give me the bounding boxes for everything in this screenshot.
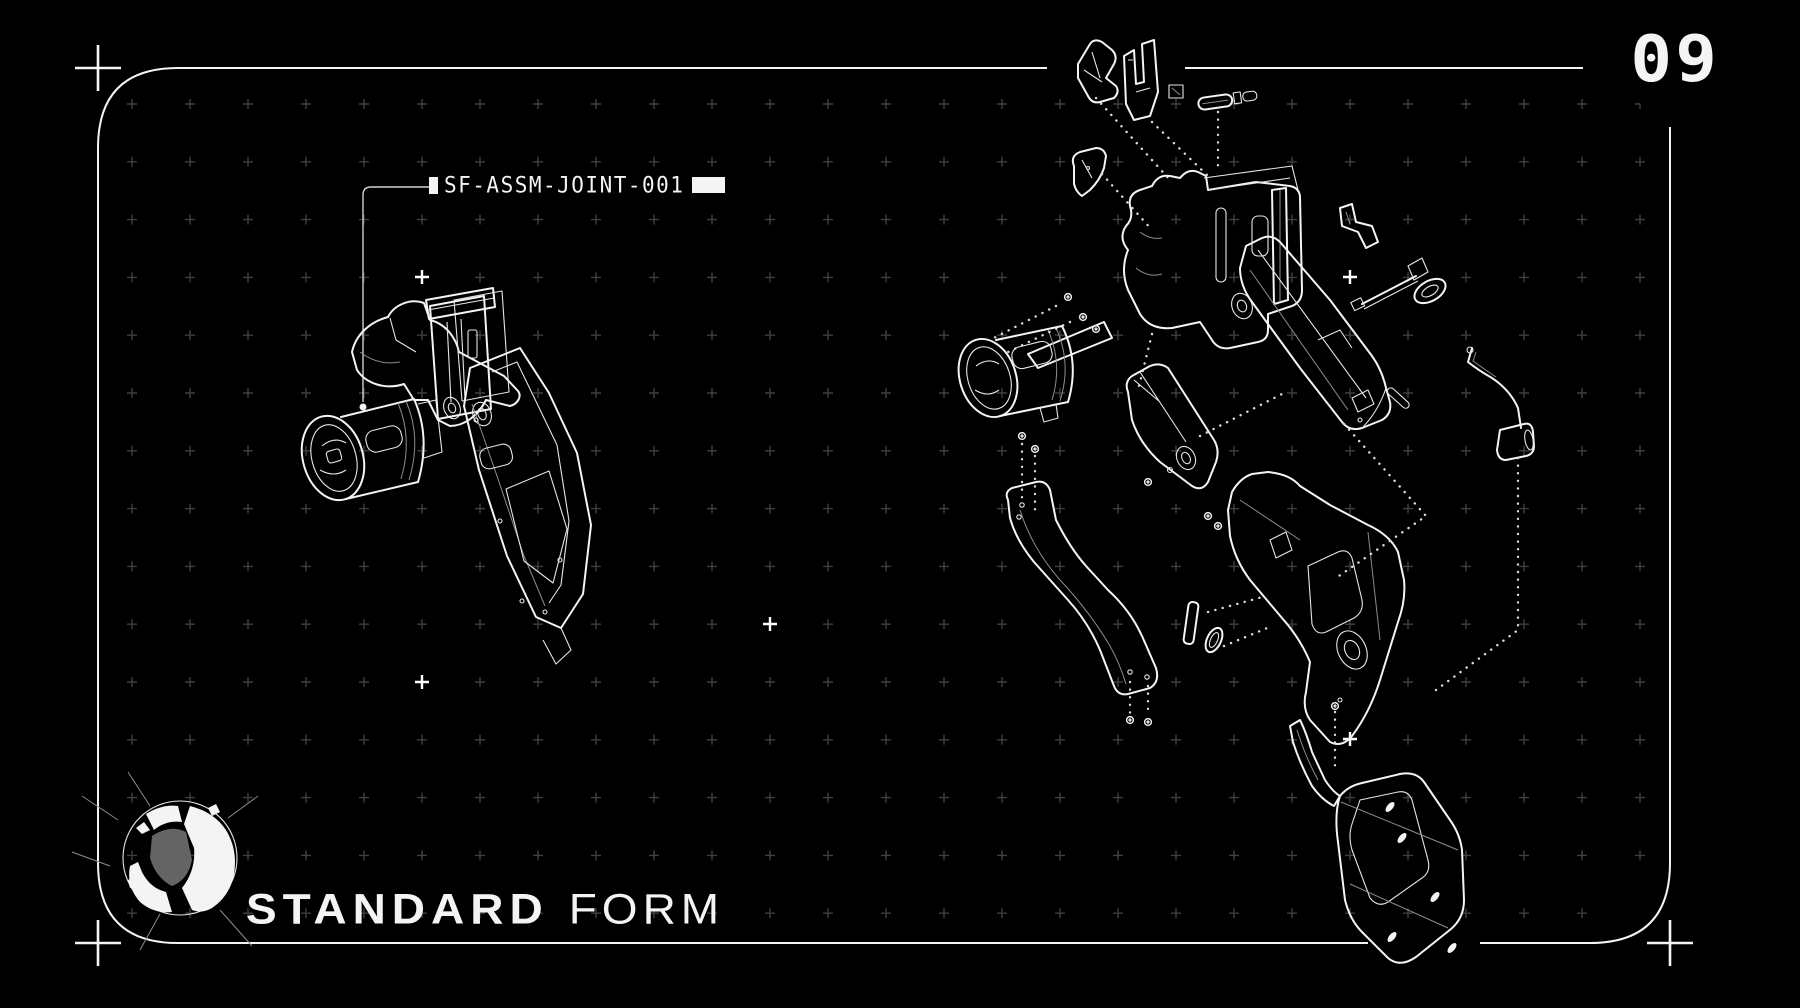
exploded-view-drawing: [957, 39, 1535, 964]
exploded-part-wire-link: [1466, 346, 1535, 461]
registration-crosshair-bottom-right: [1647, 920, 1693, 966]
exploded-part-thigh-guard: [1005, 480, 1159, 696]
exploded-part-small-block: [1168, 84, 1184, 99]
assembly-leader-lines: [988, 96, 1520, 768]
callout-label-text: SF-ASSM-JOINT-001: [444, 172, 685, 198]
page-number: 09: [1630, 23, 1720, 97]
exploded-part-pin-rod: [1197, 90, 1258, 111]
registration-crosshair-top-left: [75, 45, 121, 91]
grid-accent-plus: [415, 675, 429, 689]
callout-start-bar: [429, 176, 438, 194]
exploded-part-cylinder: [957, 325, 1074, 423]
part-number-callout: SF-ASSM-JOINT-001: [429, 172, 726, 198]
exploded-part-prong-bracket: [1123, 39, 1159, 121]
grid-accent-plus: [415, 270, 429, 284]
exploded-part-thin-rod: [1386, 387, 1410, 409]
exploded-part-foot-plate: [1335, 772, 1465, 964]
standard-form-logo-icon: [71, 771, 259, 951]
grid-dots: [127, 99, 1645, 919]
exploded-part-hip-body: [1027, 165, 1303, 369]
exploded-screws: [1017, 292, 1340, 727]
exploded-part-clip: [1339, 203, 1379, 249]
exploded-part-arm-beam: [1239, 235, 1392, 431]
exploded-part-pin-and-disc: [1182, 601, 1224, 654]
callout-end-bar: [692, 177, 726, 193]
exploded-part-pelvis-link: [1125, 363, 1219, 490]
registration-crosshair-bottom-left: [75, 920, 121, 966]
exploded-part-wedge-top: [1077, 39, 1119, 104]
exploded-part-wedge-mid: [1071, 147, 1107, 197]
exploded-part-t-pin: [1350, 257, 1447, 312]
grid-accent-plus: [763, 617, 777, 631]
callout-leader-line: [359, 186, 430, 411]
brand-wordmark: STANDARD FORM: [246, 882, 724, 936]
brand-word-form: FORM: [568, 885, 725, 933]
exploded-part-ankle-lever: [1289, 719, 1341, 807]
page-frame: [75, 45, 1693, 966]
assembled-view-drawing: [300, 287, 592, 665]
exploded-part-shin: [1227, 471, 1406, 745]
brand-word-standard: STANDARD: [246, 885, 549, 933]
grid-accent-plus: [1343, 270, 1357, 284]
